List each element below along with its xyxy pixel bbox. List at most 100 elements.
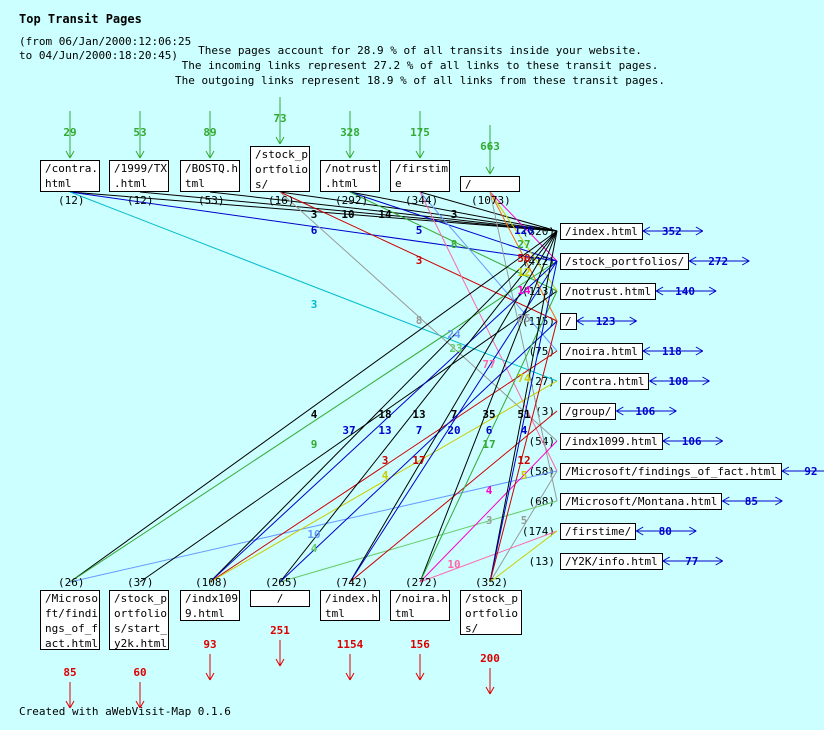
summary-outgoing: The outgoing links represent 18.9 % of a…: [174, 74, 666, 87]
right-node-stock-portfolios[interactable]: /stock_portfolios/: [560, 253, 690, 270]
right-outgoing-arrow-tail: [642, 230, 651, 236]
right-outgoing-count-label: 80: [659, 525, 672, 538]
transit-edge: [69, 191, 558, 232]
edge-count-label: 7: [451, 408, 458, 421]
incoming-count-label: 89: [203, 126, 216, 139]
edge-count-label: 4: [311, 542, 318, 555]
right-outgoing-arrow-tail: [688, 260, 697, 266]
edge-count-label: 12: [517, 454, 530, 467]
incoming-count-label: 328: [340, 126, 360, 139]
edge-count-label: 3: [382, 454, 389, 467]
bottom-node-index[interactable]: /index.h tml: [320, 590, 380, 621]
edge-count-label: 6: [311, 224, 318, 237]
edge-count-label: 20: [447, 424, 460, 437]
bottom-node-count: (272): [405, 576, 439, 589]
edge-count-label: 10: [307, 528, 320, 541]
right-node-count: (54): [529, 435, 556, 448]
right-node-index[interactable]: /index.html: [560, 223, 643, 240]
right-node-root[interactable]: /: [560, 313, 577, 330]
edge-count-label: 10: [447, 558, 460, 571]
right-outgoing-arrow-head: [741, 260, 750, 266]
transit-edge: [69, 191, 558, 382]
right-outgoing-count-label: 108: [669, 375, 689, 388]
right-outgoing-arrow-head: [715, 560, 723, 566]
right-node-y2k-info[interactable]: /Y2K/info.html: [560, 553, 663, 570]
outgoing-arrow-head: [485, 686, 491, 695]
incoming-count-label: 663: [480, 140, 500, 153]
transit-edge: [489, 191, 558, 502]
right-outgoing-arrow-tail: [576, 316, 584, 322]
right-outgoing-arrow-tail: [688, 256, 697, 262]
outgoing-arrow-head: [489, 686, 495, 695]
top-node-contra[interactable]: /contra. html: [40, 160, 100, 192]
top-node-bostq[interactable]: /BOSTQ.h tml: [180, 160, 240, 192]
incoming-arrow-head: [485, 166, 491, 175]
edge-count-label: 13: [412, 408, 425, 421]
right-node-count: (115): [522, 315, 555, 328]
right-node-microsoft-montana[interactable]: /Microsoft/Montana.html: [560, 493, 723, 510]
top-node-firstime[interactable]: /firstim e: [390, 160, 450, 192]
transit-edge: [209, 230, 558, 583]
incoming-arrow-head: [349, 150, 355, 159]
right-node-group[interactable]: /group/: [560, 403, 617, 420]
right-outgoing-arrow-head: [695, 226, 704, 232]
right-node-noira[interactable]: /noira.html: [560, 343, 643, 360]
outgoing-arrow-head: [205, 672, 211, 681]
edge-count-label: 5: [521, 469, 528, 482]
transit-edge: [489, 191, 558, 322]
incoming-arrow-head: [415, 150, 421, 159]
bottom-node-microsoft-findings[interactable]: /Microso ft/findi ngs_of_f act.html: [40, 590, 100, 650]
incoming-arrow-head: [279, 136, 285, 145]
transit-edge: [279, 500, 558, 583]
transit-edge: [419, 290, 558, 583]
right-outgoing-arrow-tail: [649, 380, 657, 386]
right-outgoing-arrow-head: [715, 436, 723, 442]
right-outgoing-arrow-head: [629, 316, 637, 322]
right-outgoing-count-label: 92: [804, 465, 817, 478]
outgoing-arrow-head: [135, 700, 141, 709]
bottom-node-count: (352): [475, 576, 509, 589]
right-outgoing-arrow-tail: [616, 406, 624, 412]
edge-count-label: 4: [486, 484, 493, 497]
top-node-1999-tx[interactable]: /1999/TX .html: [109, 160, 169, 192]
transit-edge: [489, 530, 558, 583]
edge-count-label: 37: [342, 424, 355, 437]
incoming-count-label: 29: [63, 126, 76, 139]
edge-count-label: 14: [378, 208, 392, 221]
right-node-count: (75): [529, 345, 556, 358]
transit-edge: [419, 530, 558, 583]
right-node-firstime[interactable]: /firstime/: [560, 523, 637, 540]
right-node-indx1099[interactable]: /indx1099.html: [560, 433, 663, 450]
top-node-root[interactable]: /: [460, 176, 520, 192]
top-node-count: (53): [198, 194, 225, 207]
right-node-contra[interactable]: /contra.html: [560, 373, 650, 390]
transit-edge: [349, 191, 558, 262]
transit-edge: [489, 320, 558, 583]
right-outgoing-arrow-tail: [722, 496, 730, 502]
right-outgoing-arrow-tail: [662, 556, 670, 562]
right-outgoing-arrow-tail: [635, 530, 644, 536]
incoming-count-label: 53: [133, 126, 146, 139]
edge-count-label: 120: [514, 224, 534, 237]
date-range-start: (from 06/Jan/2000:12:06:25: [19, 35, 192, 48]
bottom-node-indx1099[interactable]: /indx109 9.html: [180, 590, 240, 621]
right-node-microsoft-findings[interactable]: /Microsoft/findings_of_fact.html: [560, 463, 782, 480]
edge-count-label: 12: [517, 266, 530, 279]
right-outgoing-arrow-head: [669, 410, 677, 416]
transit-edge: [279, 191, 558, 322]
right-outgoing-arrow-tail: [662, 560, 670, 566]
bottom-node-noira[interactable]: /noira.h tml: [390, 590, 450, 621]
right-node-notrust[interactable]: /notrust.html: [560, 283, 657, 300]
incoming-count-label: 175: [410, 126, 430, 139]
top-node-notrust[interactable]: /notrust .html: [320, 160, 380, 192]
bottom-node-stock-start-y2k[interactable]: /stock_p ortfolio s/start_ y2k.html: [109, 590, 169, 650]
right-outgoing-arrow-head: [688, 526, 697, 532]
right-outgoing-arrow-head: [695, 230, 704, 236]
incoming-arrow-head: [135, 150, 141, 159]
bottom-node-stock-portfolios[interactable]: /stock_p ortfolio s/: [460, 590, 522, 635]
edge-count-label: 51: [517, 408, 531, 421]
bottom-node-root[interactable]: /: [250, 590, 310, 607]
summary-incoming: The incoming links represent 27.2 % of a…: [181, 59, 659, 72]
top-node-stock-portfolios[interactable]: /stock_p ortfolio s/: [250, 146, 310, 192]
outgoing-arrow-head: [349, 672, 355, 681]
